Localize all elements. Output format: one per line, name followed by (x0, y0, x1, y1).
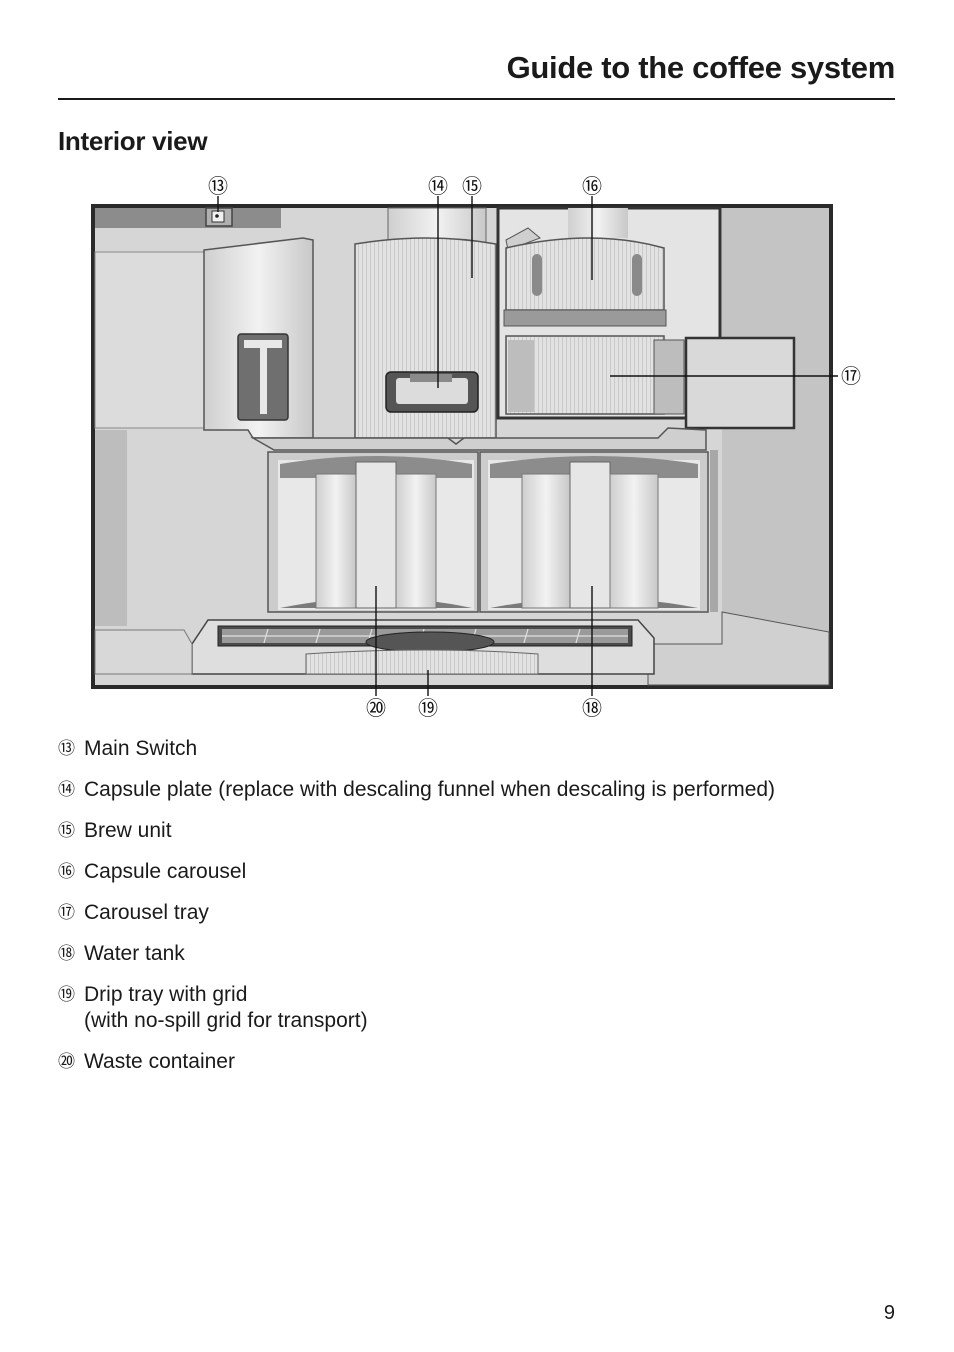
callout-14: ⑭ (428, 174, 448, 198)
callout-13: ⑬ (208, 174, 228, 198)
legend-text-secondary: (with no-spill grid for transport) (84, 1009, 368, 1032)
legend-text: Brew unit (84, 819, 172, 842)
legend-item-brew-unit: ⑮ Brew unit (58, 818, 908, 844)
page-header-title: Guide to the coffee system (506, 50, 896, 85)
section-title: Interior view (58, 126, 208, 156)
legend-number: ⑱ (58, 944, 75, 963)
legend-number: ⑭ (58, 780, 75, 799)
right-side-wall (647, 450, 830, 686)
upper-shelf (250, 427, 707, 451)
legend-number: ⑯ (58, 862, 75, 881)
legend-text: Drip tray with grid (84, 983, 248, 1006)
callout-20: ⑳ (366, 696, 386, 720)
legend-item-capsule-carousel: ⑯ Capsule carousel (58, 859, 908, 885)
capsule-plate (385, 371, 479, 413)
page-number: 9 (883, 1302, 895, 1324)
water-tank (479, 451, 709, 613)
legend-item-drip-tray: ⑲ Drip tray with grid (with no-spill gri… (58, 982, 908, 1034)
legend-item-water-tank: ⑱ Water tank (58, 941, 908, 967)
left-housing (94, 237, 314, 439)
legend-text-block: Drip tray with grid (with no-spill grid … (84, 982, 908, 1034)
main-switch (205, 207, 233, 227)
legend-number: ⑳ (58, 1052, 75, 1071)
drip-tray (94, 619, 655, 675)
leader-lines (217, 196, 838, 696)
legend-text: Carousel tray (84, 901, 209, 924)
legend-list: ⑬ Main Switch ⑭ Capsule plate (replace w… (58, 736, 908, 1090)
legend-item-main-switch: ⑬ Main Switch (58, 736, 908, 762)
waste-container (267, 451, 479, 613)
interior-view-diagram: ⑬ ⑭ ⑮ ⑯ ⑰ ⑱ ⑲ ⑳ (58, 168, 898, 728)
callout-19: ⑲ (418, 696, 438, 720)
callout-17: ⑰ (841, 364, 861, 388)
legend-text: Main Switch (84, 737, 198, 760)
legend-text: Capsule plate (replace with descaling fu… (84, 778, 776, 801)
legend-item-waste-container: ⑳ Waste container (58, 1049, 908, 1075)
legend-number: ⑮ (58, 821, 75, 840)
callout-16: ⑯ (582, 174, 602, 198)
legend-item-carousel-tray: ⑰ Carousel tray (58, 900, 908, 926)
legend-number: ⑬ (58, 739, 75, 758)
legend-text: Water tank (84, 942, 185, 965)
legend-text: Waste container (84, 1050, 235, 1073)
legend-number: ⑲ (58, 985, 75, 1004)
carousel-tray (505, 335, 796, 430)
legend-text: Capsule carousel (84, 860, 247, 883)
legend-item-capsule-plate: ⑭ Capsule plate (replace with descaling … (58, 777, 908, 803)
header-divider (58, 98, 895, 100)
callout-15: ⑮ (462, 174, 482, 198)
legend-number: ⑰ (58, 903, 75, 922)
callout-18: ⑱ (582, 696, 602, 720)
